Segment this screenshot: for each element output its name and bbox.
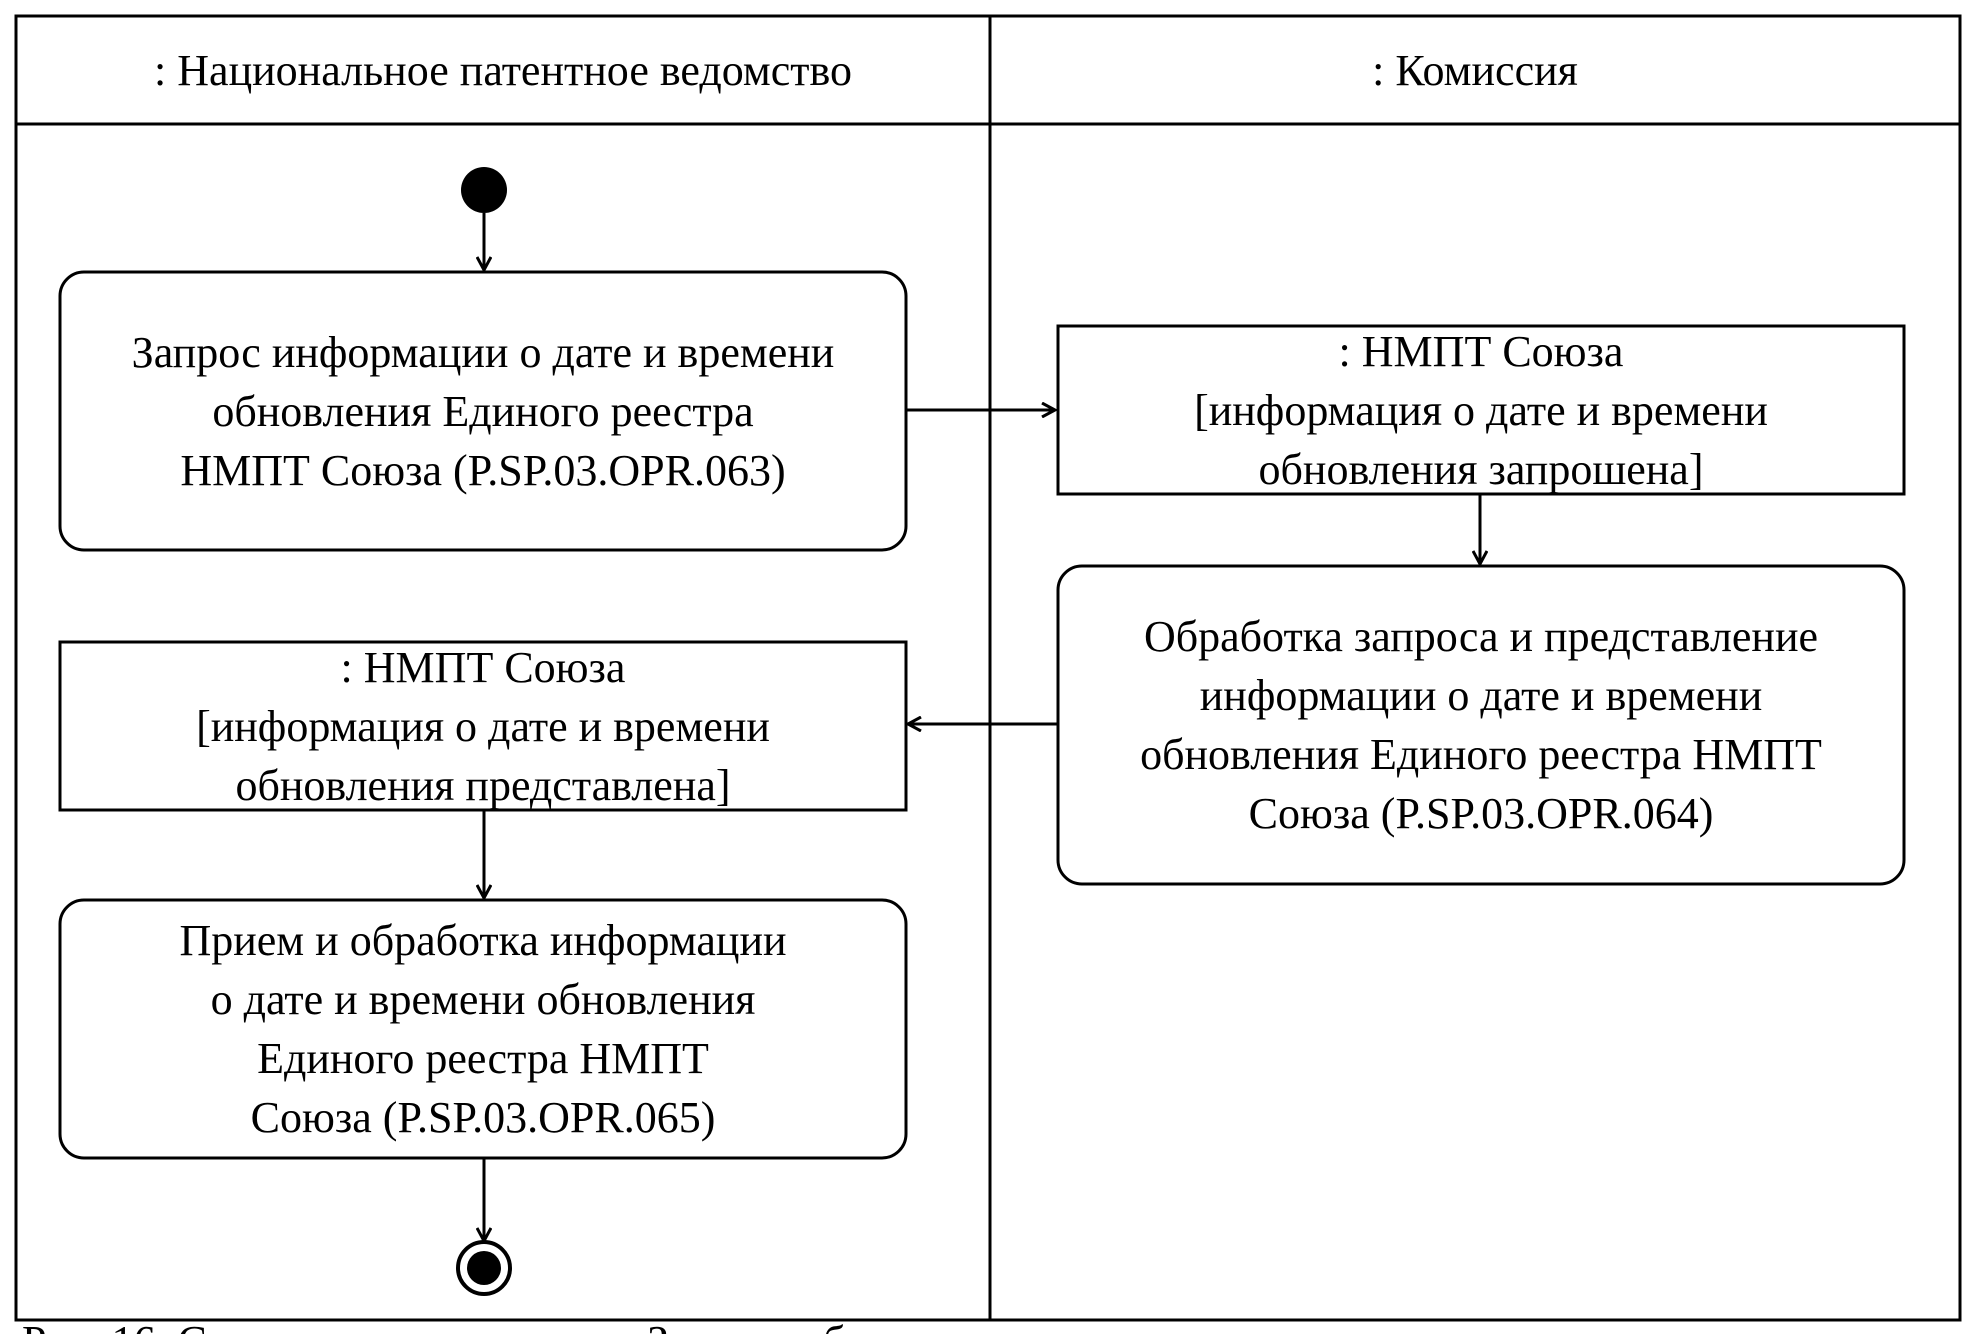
- swimlane-title-right-text: : Комиссия: [1372, 45, 1578, 95]
- label-line: обновления Единого реестра НМПТ: [1140, 730, 1822, 779]
- final-node-core: [467, 1251, 501, 1285]
- swimlane-title-right: : Комиссия: [990, 16, 1960, 124]
- object-node-requested: [1056, 324, 1906, 496]
- swimlane-title-left: : Национальное патентное ведомство: [16, 16, 990, 124]
- object-node-provided: [58, 640, 908, 812]
- label-line: Прием и обработка информации: [179, 916, 787, 965]
- label-line: о дате и времени обновления: [210, 975, 756, 1024]
- swimlane-frame: [14, 14, 1962, 1322]
- initial-node: [461, 167, 507, 213]
- activity-receive-label: Прием и обработка информации о дате и вр…: [60, 900, 906, 1158]
- object-node-provided-label: : НМПТ Союза [информация о дате и времен…: [60, 642, 906, 810]
- activity-processing-label: Обработка запроса и представление информ…: [1058, 566, 1904, 884]
- label-line: Единого реестра НМПТ: [257, 1034, 709, 1083]
- label-line: обновления представлена]: [235, 760, 731, 810]
- label-line: НМПТ Союза (P.SP.03.OPR.063): [180, 445, 786, 495]
- label-line: [информация о дате и времени: [196, 701, 770, 751]
- figure-caption: Рис. 16. С З б: [22, 1318, 845, 1334]
- label-line: [информация о дате и времени: [1194, 385, 1768, 435]
- object-node-requested-label: : НМПТ Союза [информация о дате и времен…: [1058, 326, 1904, 494]
- label-line: : НМПТ Союза: [340, 642, 626, 692]
- label-line: Союза (P.SP.03.OPR.065): [250, 1093, 716, 1142]
- label-line: информации о дате и времени: [1199, 671, 1763, 720]
- label-line: Обработка запроса и представление: [1143, 612, 1819, 661]
- activity-request-label: Запрос информации о дате и времени обнов…: [60, 272, 906, 550]
- final-node-ring: [456, 1240, 512, 1296]
- label-line: Союза (P.SP.03.OPR.064): [1248, 789, 1714, 838]
- swimlane-title-left-text: : Национальное патентное ведомство: [154, 45, 852, 95]
- label-line: Запрос информации о дате и времени: [131, 327, 835, 377]
- label-line: : НМПТ Союза: [1338, 326, 1624, 376]
- label-line: обновления Единого реестра: [212, 386, 754, 436]
- label-line: обновления запрошена]: [1258, 444, 1704, 494]
